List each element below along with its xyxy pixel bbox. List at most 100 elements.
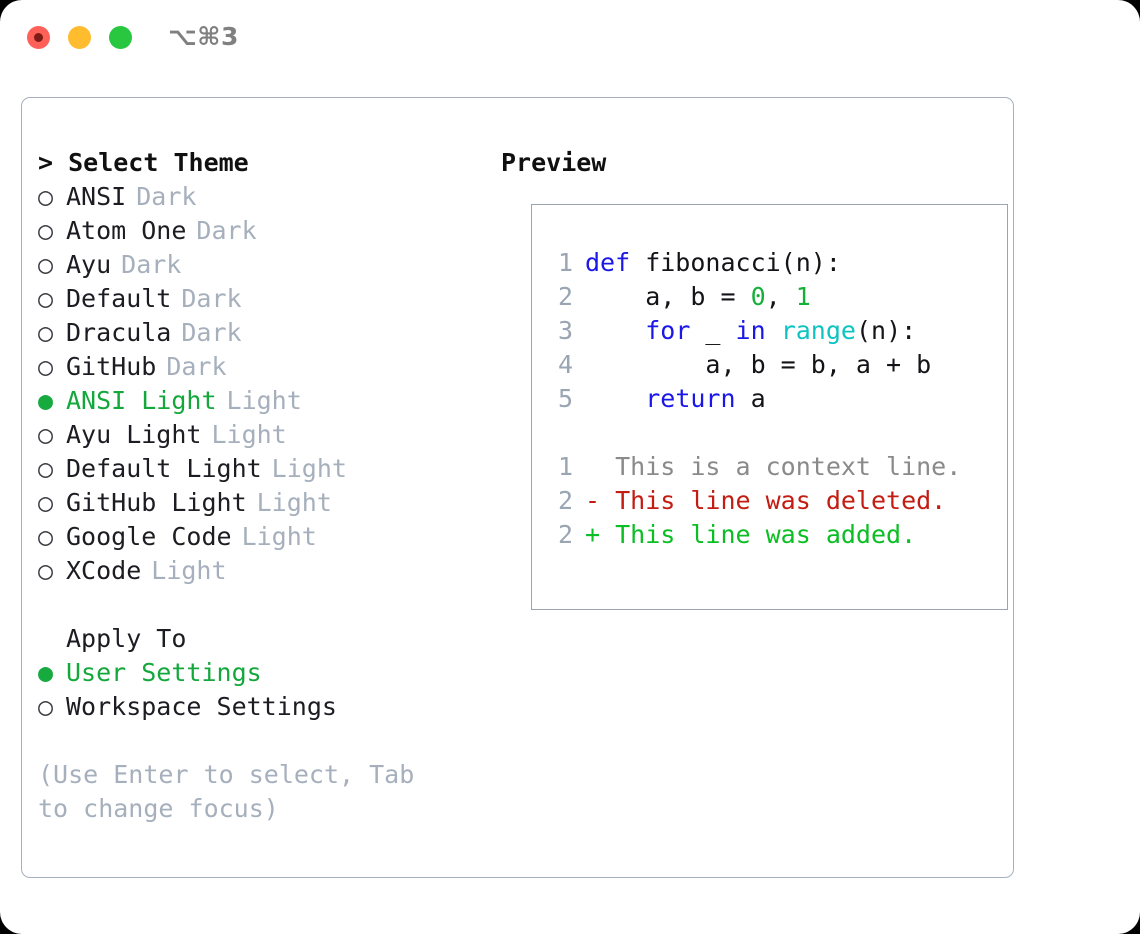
- theme-option-kind: Light: [241, 522, 317, 551]
- diff-line: 1 This is a context line.: [549, 450, 961, 484]
- apply-to-option-list[interactable]: ● User Settings ○ Workspace Settings: [38, 656, 478, 724]
- apply-to-option-row[interactable]: ○ Workspace Settings: [38, 690, 478, 724]
- theme-option-name: Atom One: [66, 216, 187, 245]
- radio-unselected-icon[interactable]: ○: [38, 182, 54, 211]
- theme-option-name: XCode: [66, 556, 142, 585]
- line-number: 4: [557, 350, 573, 379]
- theme-option-name: Ayu Light: [66, 420, 202, 449]
- apply-to-option-row[interactable]: ● User Settings: [38, 656, 478, 690]
- code-token: ,: [765, 282, 796, 311]
- line-number: 2: [557, 486, 573, 515]
- code-token: [766, 316, 781, 345]
- diff-text: This line was deleted.: [615, 486, 947, 515]
- radio-selected-icon[interactable]: ●: [38, 658, 54, 687]
- theme-option-row[interactable]: ○ XCode Light: [38, 554, 478, 588]
- maximize-button-icon[interactable]: [109, 26, 132, 49]
- theme-option-row[interactable]: ○ Google Code Light: [38, 520, 478, 554]
- preview-header: Preview: [501, 148, 607, 177]
- line-number: 1: [557, 452, 573, 481]
- line-number: 5: [557, 384, 573, 413]
- radio-unselected-icon[interactable]: ○: [38, 318, 54, 347]
- radio-unselected-icon[interactable]: ○: [38, 522, 54, 551]
- theme-option-kind: Dark: [181, 318, 242, 347]
- theme-option-name: GitHub: [66, 352, 157, 381]
- theme-option-name: Dracula: [66, 318, 172, 347]
- theme-option-name: Default: [66, 284, 172, 313]
- diff-marker: [585, 452, 615, 481]
- theme-option-kind: Dark: [166, 352, 227, 381]
- radio-selected-icon[interactable]: ●: [38, 386, 54, 415]
- minimize-button-icon[interactable]: [68, 26, 91, 49]
- theme-option-kind: Light: [256, 488, 332, 517]
- theme-option-name: ANSI: [66, 182, 127, 211]
- radio-unselected-icon[interactable]: ○: [38, 216, 54, 245]
- code-token: fibonacci(n):: [630, 248, 841, 277]
- code-token: in: [735, 316, 766, 345]
- keyboard-hint-text: (Use Enter to select, Tab to change focu…: [38, 760, 430, 823]
- diff-marker: -: [585, 486, 616, 515]
- diff-text: This line was added.: [615, 520, 917, 549]
- theme-option-kind: Light: [226, 386, 302, 415]
- code-token: _: [690, 316, 736, 345]
- code-line: 2 a, b = 0, 1: [549, 280, 961, 314]
- radio-unselected-icon[interactable]: ○: [38, 692, 54, 721]
- theme-option-row[interactable]: ○ Dracula Dark: [38, 316, 478, 350]
- theme-option-name: ANSI Light: [66, 386, 217, 415]
- radio-unselected-icon[interactable]: ○: [38, 352, 54, 381]
- apply-to-option-name: Workspace Settings: [66, 692, 337, 721]
- theme-option-kind: Light: [211, 420, 287, 449]
- apply-to-option-name: User Settings: [66, 658, 262, 687]
- code-token: [585, 316, 645, 345]
- theme-option-name: Default Light: [66, 454, 262, 483]
- select-theme-header: > Select Theme: [38, 148, 249, 177]
- diff-line: 2- This line was deleted.: [549, 484, 961, 518]
- theme-option-kind: Dark: [121, 250, 182, 279]
- code-token: a: [735, 384, 766, 413]
- code-blank-line: [549, 416, 961, 450]
- code-token: return: [645, 384, 736, 413]
- diff-text: This is a context line.: [615, 452, 962, 481]
- title-bar: ⌥⌘3: [0, 0, 1140, 78]
- close-button-icon[interactable]: [27, 26, 50, 49]
- apply-to-header: Apply To: [66, 624, 187, 653]
- line-number: 3: [557, 316, 573, 345]
- code-token: def: [585, 248, 631, 277]
- radio-unselected-icon[interactable]: ○: [38, 556, 54, 585]
- code-token: 1: [795, 282, 811, 311]
- theme-option-row[interactable]: ● ANSI Light Light: [38, 384, 478, 418]
- diff-marker: +: [585, 520, 616, 549]
- line-number: 1: [557, 248, 573, 277]
- theme-option-row[interactable]: ○ GitHub Dark: [38, 350, 478, 384]
- line-number: 2: [557, 282, 573, 311]
- theme-option-row[interactable]: ○ Atom One Dark: [38, 214, 478, 248]
- code-token: for: [645, 316, 691, 345]
- theme-option-name: Google Code: [66, 522, 232, 551]
- theme-option-kind: Dark: [196, 216, 257, 245]
- radio-unselected-icon[interactable]: ○: [38, 420, 54, 449]
- theme-option-name: Ayu: [66, 250, 112, 279]
- list-spacer: [38, 588, 478, 622]
- radio-unselected-icon[interactable]: ○: [38, 454, 54, 483]
- radio-unselected-icon[interactable]: ○: [38, 284, 54, 313]
- radio-unselected-icon[interactable]: ○: [38, 488, 54, 517]
- theme-option-row[interactable]: ○ Ayu Dark: [38, 248, 478, 282]
- code-line: 5 return a: [549, 382, 961, 416]
- code-token: a, b = b, a + b: [585, 350, 932, 379]
- traffic-light-buttons: [27, 26, 132, 49]
- theme-option-kind: Light: [151, 556, 227, 585]
- radio-unselected-icon[interactable]: ○: [38, 250, 54, 279]
- theme-option-row[interactable]: ○ Ayu Light Light: [38, 418, 478, 452]
- code-line: 4 a, b = b, a + b: [549, 348, 961, 382]
- line-number: 2: [557, 520, 573, 549]
- code-token: 0: [750, 282, 766, 311]
